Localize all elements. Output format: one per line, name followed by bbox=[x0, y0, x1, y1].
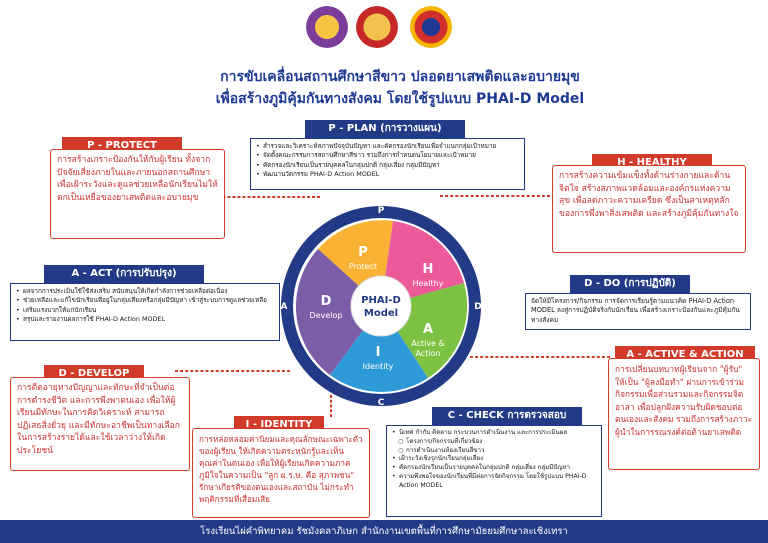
wheel-h-label: Healthy bbox=[412, 279, 443, 288]
royal-emblem-logo bbox=[356, 6, 398, 48]
plan-item: คัดกรองนักเรียนเป็นรายบุคคลในกลุ่มปกติ ก… bbox=[256, 161, 519, 171]
healthy-box: การสร้างความเข้มแข็งทั้งด้านร่างกายและด้… bbox=[552, 165, 746, 253]
check-subitem: โครงการ/กิจกรรมที่เกี่ยวข้อง bbox=[392, 438, 596, 447]
ring-a-label: A bbox=[281, 302, 288, 312]
wheel-d-label: Develop bbox=[310, 311, 343, 320]
page-title: การขับเคลื่อนสถานศึกษาสีขาว ปลอดยาเสพติด… bbox=[220, 69, 580, 85]
check-box: นิเทศ กำกับ ติดตาม กระบวนการดำเนินงาน แล… bbox=[386, 425, 602, 517]
wheel-d-letter: D bbox=[321, 294, 332, 309]
act-item: ช่วยเหลือและแก้ไขนักเรียนที่อยู่ในกลุ่มเ… bbox=[16, 296, 274, 306]
act-item: เสริมแรงบวกให้แก่นักเรียน bbox=[16, 306, 274, 316]
wheel-a-letter: A bbox=[423, 322, 433, 337]
plan-list: สำรวจและวิเคราะห์สภาพปัจจุบันปัญหา และคั… bbox=[256, 142, 519, 180]
wheel-center-title: PHAI-D bbox=[361, 295, 401, 306]
wheel-a-label1: Active & bbox=[411, 339, 445, 348]
identity-box: การหล่อหลอมค่านิยมและคุณลักษณะเฉพาะตัวขอ… bbox=[192, 428, 370, 518]
plan-item: พัฒนานวัตกรรม PHAI-D Action MODEL bbox=[256, 170, 519, 180]
plan-item: สำรวจและวิเคราะห์สภาพปัจจุบันปัญหา และคั… bbox=[256, 142, 519, 152]
phai-d-wheel: PHAI-D Model P Protect H Healthy A Activ… bbox=[281, 206, 482, 408]
segment-identity bbox=[330, 306, 428, 392]
wheel-center-subtitle: Model bbox=[364, 308, 398, 319]
wheel-i-label: Identity bbox=[363, 362, 394, 371]
connector-active bbox=[470, 356, 610, 358]
check-item: เฝ้าระวังเชิงรุกนักเรียนกลุ่มเสี่ยง bbox=[392, 455, 596, 464]
check-item: นิเทศ กำกับ ติดตาม กระบวนการดำเนินงาน แล… bbox=[392, 429, 596, 438]
connector-identity bbox=[330, 395, 332, 417]
develop-box: การตีตอายุทางปัญญาและทักษะที่จำเป็นต่อกา… bbox=[10, 377, 190, 471]
protect-box: การสร้างเกราะป้องกันให้กับผู้เรียน ทั้งจ… bbox=[50, 149, 225, 239]
wheel-p-label: Protect bbox=[349, 262, 377, 271]
connector-develop bbox=[175, 370, 290, 372]
ring-d-label: D bbox=[474, 302, 481, 312]
ring-p-label: P bbox=[378, 206, 385, 216]
act-list: ผลจากการประเมินใช้ใช้ส่งเสริม สนับสนุนให… bbox=[16, 287, 274, 325]
act-item: สรุปและรายงานผลการใช้ PHAI-D Action MODE… bbox=[16, 315, 274, 325]
check-item: ความพึงพอใจของนักเรียนที่มีต่อการจัดกิจก… bbox=[392, 473, 596, 491]
check-subitem: การดำเนินงานห้องเรียนสีขาว bbox=[392, 447, 596, 456]
do-box: จัดให้มีโครงการ/กิจกรรม การจัดการเรียนรู… bbox=[525, 293, 751, 330]
active-box: การเปลี่ยนบทบาทผู้เรียนจาก "ผู้รับ" ให้เ… bbox=[608, 358, 760, 470]
connector-healthy bbox=[440, 195, 550, 197]
page-subtitle: เพื่อสร้างภูมิคุ้มกันทางสังคม โดยใช้รูปแ… bbox=[215, 91, 585, 107]
plan-item: จัดตั้งคณะกรรมการสถานศึกษาสีขาว รวมถึงกา… bbox=[256, 151, 519, 161]
check-header: C - CHECK การตรวจสอบ bbox=[432, 407, 582, 425]
plan-header: P - PLAN (การวางแผน) bbox=[305, 120, 465, 138]
check-list: นิเทศ กำกับ ติดตาม กระบวนการดำเนินงาน แล… bbox=[392, 429, 596, 491]
school-emblem-logo bbox=[306, 6, 348, 48]
footer-bar: โรงเรียนไผ่คำพิทยาคม รัชมังคลาภิเษก สำนั… bbox=[0, 520, 768, 543]
wheel-a-label2: Action bbox=[415, 349, 440, 358]
plan-box: สำรวจและวิเคราะห์สภาพปัจจุบันปัญหา และคั… bbox=[250, 138, 525, 190]
segment-develop bbox=[295, 249, 381, 375]
do-header: D - DO (การปฏิบัติ) bbox=[570, 275, 690, 293]
wheel-h-letter: H bbox=[423, 262, 434, 277]
obec-logo bbox=[410, 6, 452, 48]
act-item: ผลจากการประเมินใช้ใช้ส่งเสริม สนับสนุนให… bbox=[16, 287, 274, 297]
wheel-p-letter: P bbox=[358, 245, 368, 260]
act-header: A - ACT (การปรับปรุง) bbox=[44, 265, 204, 283]
wheel-i-letter: I bbox=[376, 345, 381, 360]
act-box: ผลจากการประเมินใช้ใช้ส่งเสริม สนับสนุนให… bbox=[10, 283, 280, 341]
check-item: คัดกรองนักเรียนเป็นรายบุคคลในกลุ่มปกติ ก… bbox=[392, 464, 596, 473]
ring-c-label: C bbox=[378, 398, 385, 408]
